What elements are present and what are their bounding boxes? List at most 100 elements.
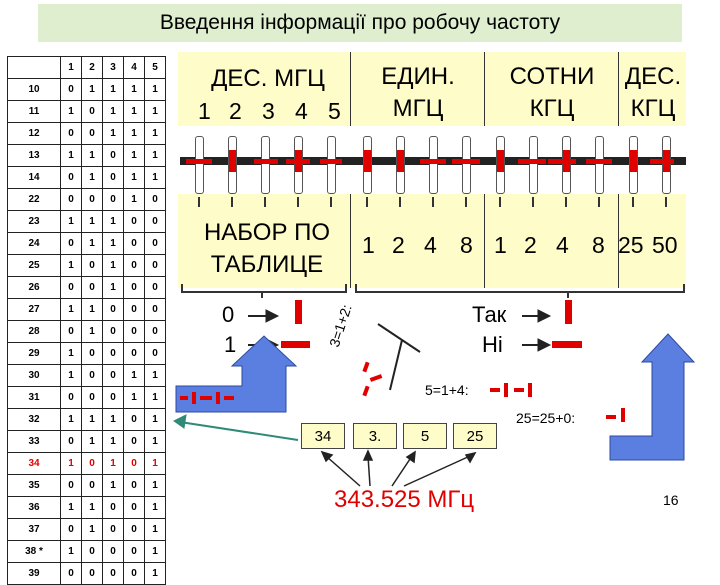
switch-tick: [432, 197, 434, 207]
table-bit-cell: 1: [144, 562, 166, 585]
table-bit-cell: 0: [81, 540, 103, 563]
dec-mhz-bottom-label-2: ТАБЛИЦЕ: [210, 251, 324, 278]
switch-tube[interactable]: [429, 136, 438, 194]
switch-tick: [532, 197, 534, 207]
bit-label: 4: [556, 232, 569, 258]
switch-tick: [632, 197, 634, 207]
switch-tick: [264, 197, 266, 207]
no-symbol: [552, 341, 582, 348]
switch-knob: [630, 150, 637, 172]
legend-yes: Так: [472, 302, 507, 327]
switch-tube[interactable]: [462, 136, 471, 194]
switch-tick: [598, 197, 600, 207]
blue-arrow-left-shape: [175, 335, 298, 413]
bit-label: 2: [392, 232, 405, 258]
diagram-overlay: [173, 284, 696, 487]
switch-tube[interactable]: [327, 136, 336, 194]
arrow-yes: [522, 309, 552, 323]
arrow-0: [248, 309, 280, 323]
group-label-dec-mhz: ДЕС. МГЦ: [211, 65, 325, 92]
frequency-value: 343.525 МГц: [334, 486, 475, 513]
switch-dash: [320, 159, 342, 164]
table-bit-cell: 1: [60, 540, 82, 563]
bit-label: 4: [424, 232, 437, 258]
brace-left: [181, 284, 347, 298]
table-bit-cell: 1: [144, 144, 166, 167]
switch-tick: [465, 197, 467, 207]
switch-tick: [297, 197, 299, 207]
bit-label: 8: [592, 232, 605, 258]
bit-label: 2: [524, 232, 537, 258]
switch-knob: [397, 150, 404, 172]
bit-label: 1: [198, 98, 211, 124]
switch-tube[interactable]: [529, 136, 538, 194]
legend-zero: 0: [222, 302, 235, 327]
switch-dash: [452, 159, 480, 164]
switch-tick: [565, 197, 567, 207]
bit-label: 8: [460, 232, 473, 258]
table-code-cell: 39: [7, 562, 61, 585]
group-label-hundreds-khz-1: СОТНИ: [509, 63, 595, 90]
teal-arrow: [173, 414, 299, 441]
switch-dash: [254, 159, 278, 164]
switch-tick: [198, 197, 200, 207]
code-pattern-twentyfive: [606, 408, 625, 422]
switch-tick: [499, 197, 501, 207]
switch-tick: [231, 197, 233, 207]
freq-arrows: [320, 449, 477, 487]
table-bit-cell: 0: [123, 562, 145, 585]
bit-label: 1: [494, 232, 507, 258]
switch-dash: [586, 159, 612, 164]
brace-right: [355, 284, 685, 298]
code-pattern-five: [490, 383, 532, 397]
switch-tube[interactable]: [195, 136, 204, 194]
bit-label: 50: [652, 232, 678, 258]
table-bit-cell: 0: [60, 562, 82, 585]
switch-tick: [330, 197, 332, 207]
equation-twentyfive: 25=25+0:: [516, 410, 576, 426]
table-bit-cell: 0: [123, 540, 145, 563]
switch-tick: [399, 197, 401, 207]
legend-one: 1: [224, 332, 237, 357]
table-bit-cell: 0: [102, 540, 124, 563]
switch-dash: [518, 159, 546, 164]
switch-tube[interactable]: [261, 136, 270, 194]
digit-box-25: 25: [453, 423, 497, 449]
digit-box-5: 5: [403, 423, 447, 449]
switch-dash: [548, 159, 576, 164]
switch-knob: [364, 150, 371, 172]
bit-label: 5: [328, 98, 341, 124]
switch-tube[interactable]: [595, 136, 604, 194]
table-bit-cell: 1: [144, 540, 166, 563]
switch-knob: [229, 150, 236, 172]
switch-dash: [286, 159, 310, 164]
arrow-no: [522, 338, 552, 352]
switch-dash: [650, 159, 674, 164]
group-label-unit-mhz-1: ЕДИН.: [381, 63, 455, 90]
code-pattern-three: [362, 361, 383, 397]
switch-dash: [186, 159, 212, 164]
bit-label: 3: [262, 98, 275, 124]
code-pattern-left: [180, 392, 234, 404]
group-label-unit-mhz-2: МГЦ: [392, 95, 444, 122]
equation-five: 5=1+4:: [425, 382, 469, 398]
switch-dash: [420, 159, 446, 164]
one-symbol: [281, 341, 310, 348]
